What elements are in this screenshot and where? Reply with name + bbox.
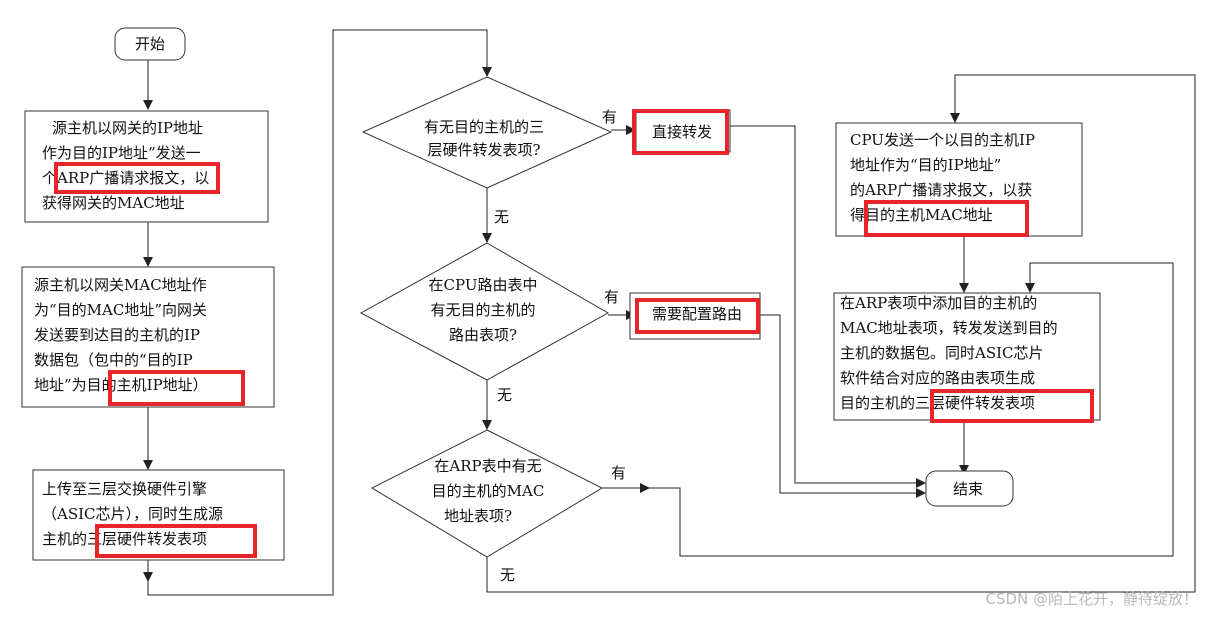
step3-line2: （ASIC芯片），同时生成源 bbox=[42, 505, 223, 523]
decision2-line3: 路由表项? bbox=[449, 326, 517, 344]
cpu-line2: 地址作为“目的IP地址” bbox=[850, 156, 1001, 174]
direct-forward-label: 直接转发 bbox=[652, 123, 712, 141]
highlight-direct-forward bbox=[632, 109, 729, 155]
label-no-1: 无 bbox=[494, 208, 509, 226]
highlight-l3-entry-src bbox=[95, 524, 257, 558]
edge-labels: 有 无 有 无 有 无 bbox=[494, 108, 626, 584]
arp-line5: 目的主机的三层硬件转发表项 bbox=[840, 394, 1035, 412]
direct-forward-box: 直接转发 bbox=[632, 109, 731, 155]
configure-route-label: 需要配置路由 bbox=[652, 305, 742, 323]
decision3-line3: 地址表项? bbox=[444, 507, 512, 525]
step1-line3: 个ARP广播请求报文，以 bbox=[42, 169, 209, 187]
arp-line4: 软件结合对应的路由表项生成 bbox=[840, 369, 1035, 387]
cpu-line1: CPU发送一个以目的主机IP bbox=[850, 131, 1035, 149]
step1-line4: 获得网关的MAC地址 bbox=[42, 194, 185, 212]
start-label: 开始 bbox=[135, 35, 165, 53]
label-yes-3: 有 bbox=[611, 464, 626, 482]
step1-line2: 作为目的IP地址”发送一 bbox=[42, 144, 201, 162]
decision1-line1: 有无目的主机的三 bbox=[424, 118, 544, 136]
step2-line1: 源主机以网关MAC地址作 bbox=[34, 276, 207, 294]
highlight-dest-ip bbox=[108, 370, 245, 406]
step2-box: 源主机以网关MAC地址作 为“目的MAC地址”向网关 发送要到达目的主机的IP … bbox=[21, 266, 275, 408]
configure-route-box: 需要配置路由 bbox=[629, 292, 761, 340]
label-yes-1: 有 bbox=[602, 108, 617, 126]
decision1: 有无目的主机的三 层硬件转发表项? bbox=[361, 76, 613, 189]
highlight-configure-route bbox=[635, 298, 760, 334]
highlight-arp-broadcast bbox=[54, 162, 220, 194]
decision3: 在ARP表中有无 目的主机的MAC 地址表项? bbox=[370, 429, 604, 558]
cpu-line3: 的ARP广播请求报文，以获 bbox=[850, 181, 1032, 199]
step2-line3: 发送要到达目的主机的IP bbox=[34, 326, 200, 344]
decision2-line1: 在CPU路由表中 bbox=[429, 276, 538, 294]
step1-box: 源主机以网关的IP地址 作为目的IP地址”发送一 个ARP广播请求报文，以 获得… bbox=[24, 110, 269, 223]
arrowheads bbox=[143, 67, 1035, 582]
cpu-line4: 得目的主机MAC地址 bbox=[850, 206, 993, 224]
arp-line1: 在ARP表项中添加目的主机的 bbox=[840, 294, 1037, 312]
highlight-dest-mac bbox=[864, 200, 1029, 237]
label-no-3: 无 bbox=[500, 566, 515, 584]
end-node: 结束 bbox=[925, 470, 1014, 507]
step3-box: 上传至三层交换硬件引擎 （ASIC芯片），同时生成源 主机的三层硬件转发表项 bbox=[32, 469, 285, 561]
step2-line4: 数据包（包中的“目的IP bbox=[34, 351, 193, 369]
arp-line2: MAC地址表项，转发发送到目的 bbox=[840, 319, 1058, 337]
decision1-line2: 层硬件转发表项? bbox=[427, 141, 540, 159]
label-no-2: 无 bbox=[497, 386, 512, 404]
label-yes-2: 有 bbox=[604, 288, 619, 306]
decision2: 在CPU路由表中 有无目的主机的 路由表项? bbox=[359, 242, 610, 381]
decision3-line2: 目的主机的MAC bbox=[432, 482, 545, 500]
step1-line1: 源主机以网关的IP地址 bbox=[52, 119, 203, 137]
watermark-text: CSDN @陌上花开，静待绽放！ bbox=[985, 590, 1198, 608]
step3-line1: 上传至三层交换硬件引擎 bbox=[42, 480, 207, 498]
step2-line5: 地址”为目的主机IP地址） bbox=[34, 376, 208, 394]
step3-line3: 主机的三层硬件转发表项 bbox=[42, 530, 207, 548]
start-node: 开始 bbox=[114, 27, 186, 61]
arp-entry-box: 在ARP表项中添加目的主机的 MAC地址表项，转发发送到目的 主机的数据包。同时… bbox=[833, 292, 1101, 423]
step2-line2: 为“目的MAC地址”向网关 bbox=[34, 301, 207, 319]
end-label: 结束 bbox=[953, 480, 983, 498]
highlight-l3-entry-dest bbox=[930, 389, 1094, 423]
cpu-arp-box: CPU发送一个以目的主机IP 地址作为“目的IP地址” 的ARP广播请求报文，以… bbox=[835, 122, 1083, 237]
arp-line3: 主机的数据包。同时ASIC芯片 bbox=[840, 344, 1044, 362]
decision3-line1: 在ARP表中有无 bbox=[434, 457, 541, 475]
connectors bbox=[147, 29, 1196, 596]
decision2-line2: 有无目的主机的 bbox=[430, 301, 535, 319]
